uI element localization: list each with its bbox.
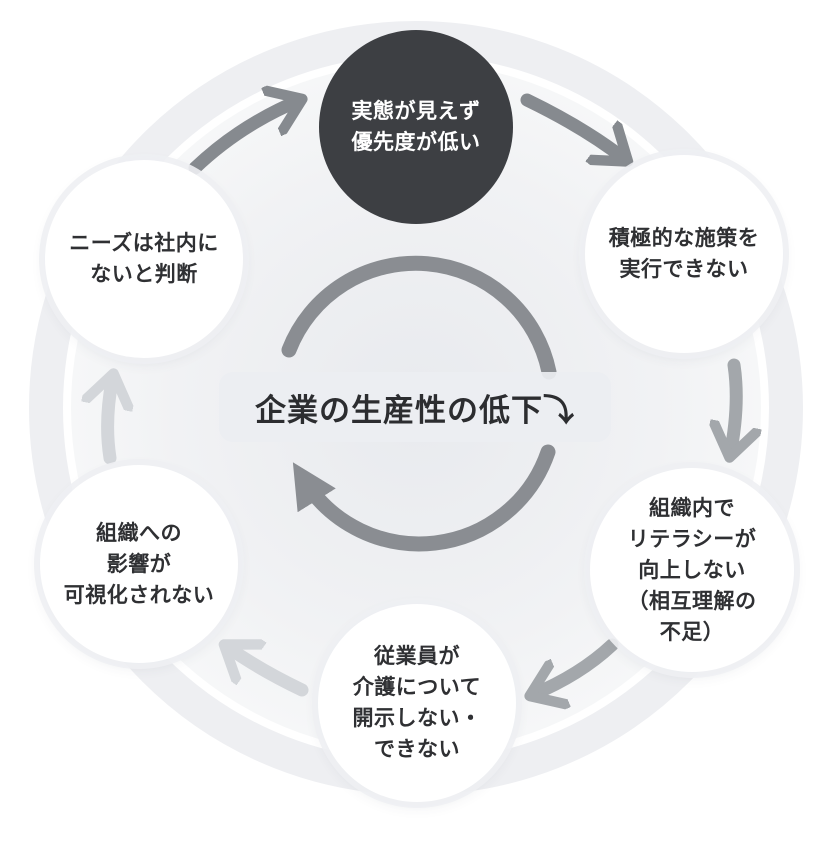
- arrow-lowerright-to-bottom: [532, 638, 619, 695]
- center-arc-top: [281, 255, 557, 380]
- node-top: 実態が見えず 優先度が低い: [319, 30, 513, 224]
- node-left: ニーズは社内に ないと判断: [45, 160, 243, 358]
- arrow-lowerleft-to-left: [108, 376, 113, 465]
- center-title: 企業の生産性の低下⤵: [255, 392, 575, 429]
- center-arc-bottom: [292, 444, 556, 552]
- arrow-to-top: [188, 100, 300, 175]
- node-top-label: 実態が見えず 優先度が低い: [351, 99, 481, 154]
- node-bottom-label: 従業員が 介護について 開示しない・ できない: [352, 644, 482, 761]
- center-title-box: 企業の生産性の低下⤵: [219, 372, 611, 442]
- arrow-right-to-lowerright: [730, 358, 736, 455]
- node-lower-left: 組織への 影響が 可視化されない: [40, 465, 238, 663]
- node-lower-right: 組織内で リテラシーが 向上しない （相互理解の 不足）: [590, 468, 794, 672]
- node-bottom: 従業員が 介護について 開示しない・ できない: [318, 604, 516, 802]
- node-lower-right-label: 組織内で リテラシーが 向上しない （相互理解の 不足）: [627, 495, 757, 644]
- node-right: 積極的な施策を 実行できない: [585, 155, 783, 353]
- arrow-top-to-right: [520, 93, 626, 160]
- node-left-label: ニーズは社内に ないと判断: [69, 231, 219, 286]
- node-right-label: 積極的な施策を 実行できない: [608, 226, 760, 281]
- node-lower-left-label: 組織への 影響が 可視化されない: [63, 520, 215, 607]
- arrow-bottom-to-lowerleft: [226, 646, 309, 697]
